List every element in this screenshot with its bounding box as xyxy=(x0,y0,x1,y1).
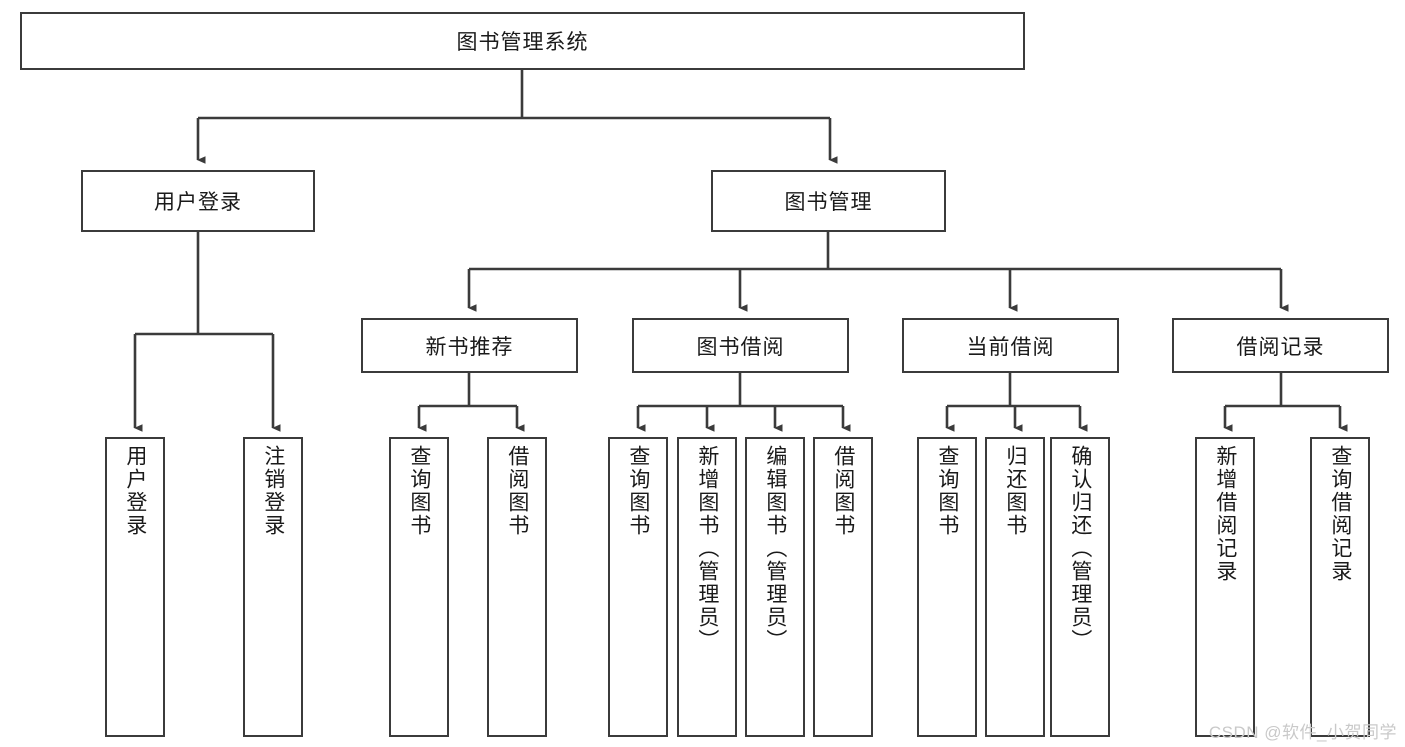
node-leaf-add-record[interactable]: 新增借阅记录 xyxy=(1195,437,1255,737)
node-leaf-borrow-book-2[interactable]: 借阅图书 xyxy=(813,437,873,737)
node-leaf-query-book-3[interactable]: 查询图书 xyxy=(917,437,977,737)
watermark-label: CSDN @软件_小贺同学 xyxy=(1208,723,1397,742)
edge-userlogin-trunk xyxy=(133,232,281,432)
node-leaf-user-logout[interactable]: 注销登录 xyxy=(243,437,303,737)
node-label: 查询借阅记录 xyxy=(1328,445,1352,583)
edge-currentborrow-trunk xyxy=(945,373,1088,432)
node-label: 新书推荐 xyxy=(425,335,514,359)
node-label: 查询图书 xyxy=(626,445,650,537)
node-user-login[interactable]: 用户登录 xyxy=(81,170,315,232)
node-leaf-user-login[interactable]: 用户登录 xyxy=(105,437,165,737)
node-label: 借阅记录 xyxy=(1236,335,1325,359)
node-label: 图书管理系统 xyxy=(456,31,589,54)
node-leaf-query-book-2[interactable]: 查询图书 xyxy=(608,437,668,737)
node-current-borrow[interactable]: 当前借阅 xyxy=(902,318,1119,373)
node-label: 用户登录 xyxy=(154,191,242,214)
node-label: 借阅图书 xyxy=(831,445,855,537)
node-leaf-confirm-return[interactable]: 确认归还（管理员） xyxy=(1050,437,1110,737)
node-leaf-borrow-book-1[interactable]: 借阅图书 xyxy=(487,437,547,737)
node-new-book-rec[interactable]: 新书推荐 xyxy=(361,318,578,373)
node-book-manage[interactable]: 图书管理 xyxy=(711,170,946,232)
node-label: 查询图书 xyxy=(935,445,959,537)
node-label: 归还图书 xyxy=(1003,445,1027,537)
edge-bookmanage-trunk xyxy=(467,232,1289,312)
node-label: 注销登录 xyxy=(261,445,285,537)
edge-borrowrecord-trunk xyxy=(1223,373,1348,432)
edge-bookborrow-trunk xyxy=(636,373,851,432)
node-leaf-add-book[interactable]: 新增图书（管理员） xyxy=(677,437,737,737)
node-label: 新增借阅记录 xyxy=(1213,445,1237,583)
node-label: 图书管理 xyxy=(784,191,873,214)
node-label: 新增图书（管理员） xyxy=(695,445,719,652)
node-leaf-edit-book[interactable]: 编辑图书（管理员） xyxy=(745,437,805,737)
node-leaf-return-book[interactable]: 归还图书 xyxy=(985,437,1045,737)
node-label: 编辑图书（管理员） xyxy=(763,445,787,652)
node-label: 当前借阅 xyxy=(966,335,1055,359)
node-label: 图书借阅 xyxy=(696,335,785,359)
edge-root-trunk xyxy=(196,70,838,164)
node-label: 查询图书 xyxy=(407,445,431,537)
node-book-borrow[interactable]: 图书借阅 xyxy=(632,318,849,373)
node-leaf-query-book-1[interactable]: 查询图书 xyxy=(389,437,449,737)
node-label: 用户登录 xyxy=(123,445,147,537)
node-leaf-query-record[interactable]: 查询借阅记录 xyxy=(1310,437,1370,737)
node-borrow-record[interactable]: 借阅记录 xyxy=(1172,318,1389,373)
node-label: 借阅图书 xyxy=(505,445,529,537)
node-label: 确认归还（管理员） xyxy=(1068,445,1092,652)
edge-newbookrec-trunk xyxy=(417,373,525,432)
node-root[interactable]: 图书管理系统 xyxy=(20,12,1025,70)
